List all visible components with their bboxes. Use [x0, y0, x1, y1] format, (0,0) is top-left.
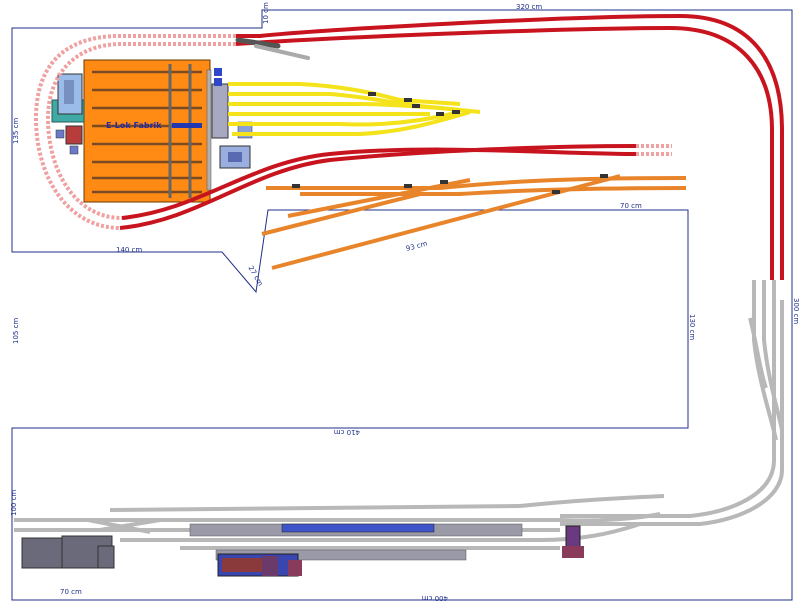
dim-left-lower: 105 cm [12, 318, 20, 344]
engine-shed-side [211, 68, 253, 169]
factory-label: E-Lok Fabrik [106, 121, 162, 130]
dim-top-length: 320 cm [516, 3, 542, 11]
right-grey-tracks [560, 280, 784, 526]
dim-inner-right: 130 cm [688, 314, 696, 340]
upper-loop-hidden-right [636, 144, 672, 156]
small-red-shed [55, 125, 83, 155]
water-tank [51, 73, 85, 123]
station-platforms [189, 523, 523, 561]
dim-right-300: 300 cm [792, 298, 800, 324]
dim-top-right-corner: 10 cm [262, 2, 270, 24]
dim-left-upper: 135 cm [12, 118, 20, 144]
station-building [217, 553, 302, 577]
dim-left-bottom: 100 cm [10, 490, 18, 516]
yellow-yard-tracks [228, 82, 481, 136]
baseboard-outline [11, 9, 793, 601]
yellow-yard-switches [368, 92, 460, 116]
mainline-turnout [235, 37, 310, 60]
dim-inner-410: 410 cm [334, 428, 360, 436]
dim-diagonal-93: 93 cm [405, 239, 428, 252]
orange-yard-switches [292, 174, 608, 194]
dim-shelf-70: 70 cm [620, 202, 642, 210]
upper-loop-visible [119, 13, 784, 280]
dim-factory-bottom: 140 cm [116, 246, 142, 254]
upper-loop-hidden [33, 34, 236, 230]
lower-left-buildings [21, 535, 115, 569]
orange-yard-tracks [261, 174, 687, 270]
dim-bottom-70: 70 cm [60, 588, 82, 596]
factory-building [83, 59, 212, 203]
lower-right-structure [562, 525, 584, 558]
dim-bottom-400: 400 cm [422, 594, 448, 602]
